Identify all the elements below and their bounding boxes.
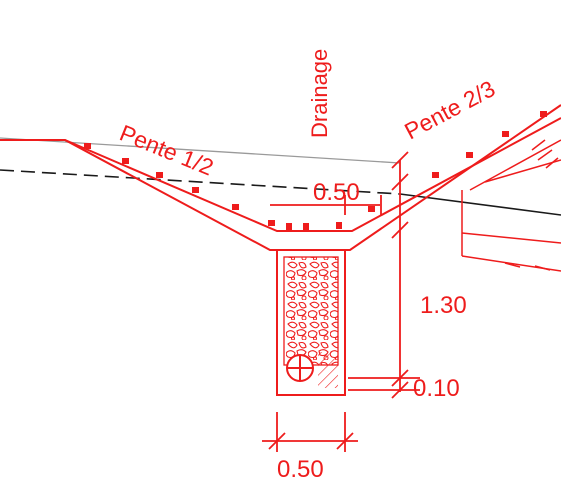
left-slope-studs xyxy=(84,143,275,226)
road-edge-line xyxy=(399,193,561,216)
ditch-profile-inner xyxy=(64,117,561,232)
slope-right-label: Pente 2/3 xyxy=(400,75,499,144)
top-width-dimension xyxy=(270,195,382,215)
trench-width-dimension xyxy=(262,412,358,452)
slope-left-label: Pente 1/2 xyxy=(116,120,217,181)
drain-pipe-icon xyxy=(286,354,314,382)
right-slope-studs xyxy=(368,111,547,212)
bottom-studs xyxy=(286,222,342,230)
ditch-profile-outer xyxy=(0,104,561,251)
drainage-label: Drainage xyxy=(307,49,332,138)
ground-line xyxy=(0,137,401,164)
depth-value: 1.30 xyxy=(420,292,467,319)
depth-dimension xyxy=(348,151,420,399)
gravel-trench xyxy=(276,249,346,396)
bottom-gap-value: 0.10 xyxy=(413,375,460,402)
dashed-reference-line xyxy=(0,169,401,195)
top-width-value: 0.50 xyxy=(313,179,360,206)
trench-width-value: 0.50 xyxy=(277,456,324,483)
embankment-wall xyxy=(461,139,561,272)
